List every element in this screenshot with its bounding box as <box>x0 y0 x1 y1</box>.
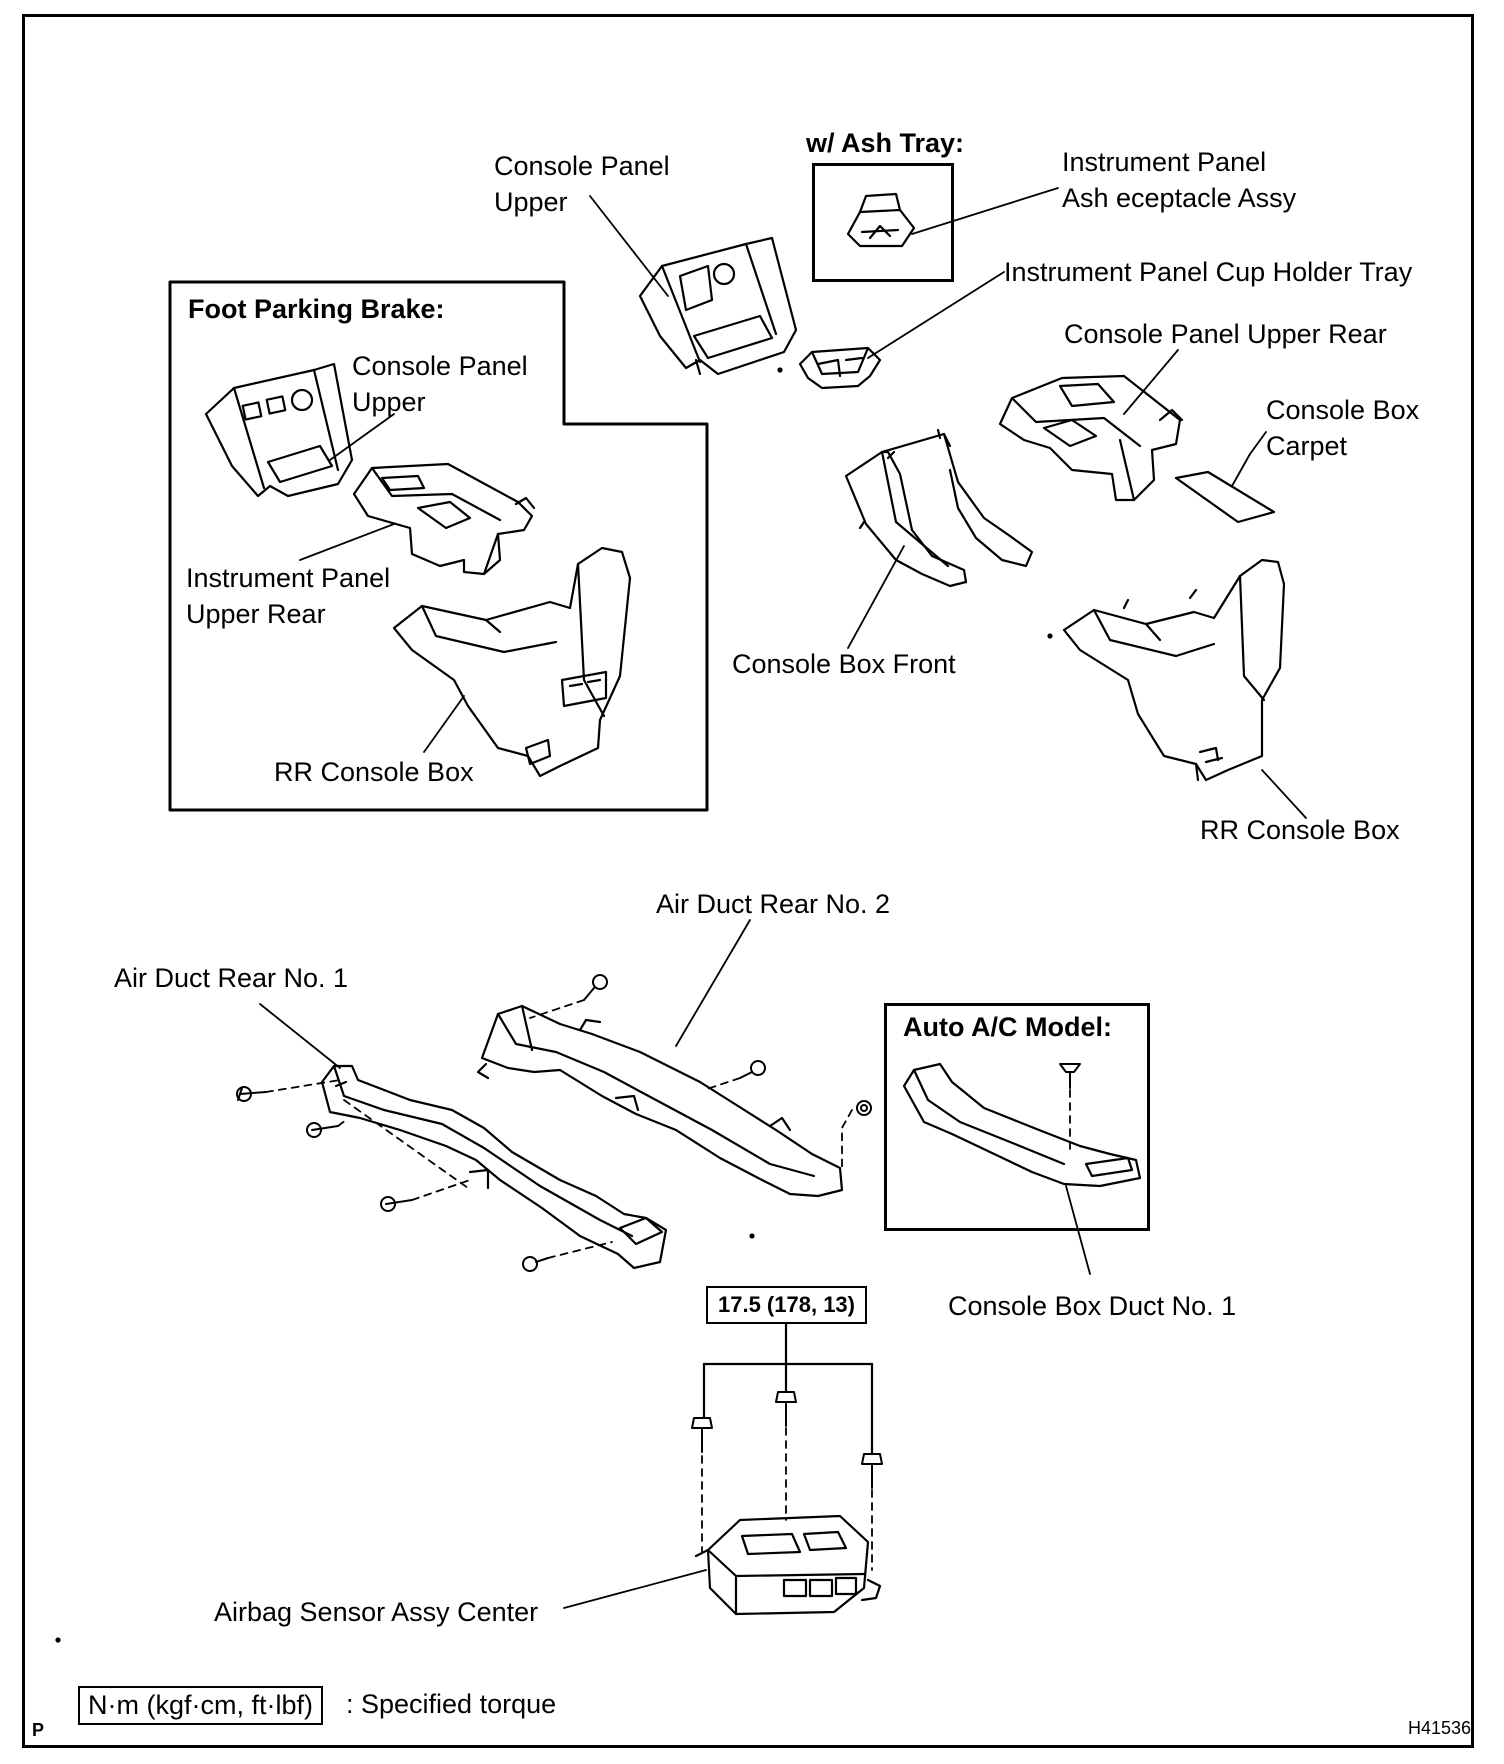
screw <box>522 1256 549 1272</box>
foot-brake-header: Foot Parking Brake: <box>188 294 445 325</box>
air-duct-rear-2-part <box>476 1004 844 1198</box>
air-duct-rear-1-part <box>320 1064 668 1270</box>
auto-ac-inset-box <box>884 1003 1150 1231</box>
bolt <box>775 1391 797 1427</box>
legend-text: : Specified torque <box>346 1689 557 1719</box>
leader-lines <box>259 187 1307 1609</box>
screw <box>583 974 608 1001</box>
console-box-duct-1-part <box>902 1062 1142 1188</box>
foot-brake-inset-outline <box>168 280 709 812</box>
console-box-front-part <box>844 428 1034 588</box>
legend-unit-box: N·m (kgf·cm, ft·lbf) <box>78 1686 323 1725</box>
screw <box>856 1100 872 1116</box>
console-panel-upper-part <box>638 236 798 376</box>
label-rr-console-box: RR Console Box <box>1200 815 1400 845</box>
fp-rr-console-box-part <box>392 546 632 778</box>
label-ash-receptacle: Instrument Panel Ash eceptacle Assy <box>1062 147 1297 213</box>
diagram-frame <box>22 14 1474 1748</box>
label-console-box-duct-1: Console Box Duct No. 1 <box>948 1291 1237 1321</box>
console-box-carpet-part <box>1174 470 1276 524</box>
fp-console-panel-upper-part <box>204 362 354 498</box>
dashed-guides <box>265 999 1071 1571</box>
screw <box>1059 1063 1081 1089</box>
figure-code: H41536 <box>1408 1718 1472 1738</box>
torque-bracket <box>702 1314 874 1456</box>
torque-spec-box: 17.5 (178, 13) <box>706 1286 867 1324</box>
ash-tray-inset-box <box>812 163 954 282</box>
label-console-box-carpet: Console Box Carpet <box>1266 395 1420 461</box>
ash-tray-header: w/ Ash Tray: <box>806 128 965 159</box>
screw <box>306 1122 339 1138</box>
rr-console-box-part <box>1062 558 1286 782</box>
screw <box>739 1060 766 1079</box>
fp-instrument-panel-upper-rear-part <box>352 462 536 576</box>
label-fp-console-panel-upper: Console Panel Upper <box>352 351 528 417</box>
label-fp-instrument-panel-upper-rear: Instrument Panel Upper Rear <box>186 563 391 629</box>
label-fp-rr-console-box: RR Console Box <box>274 757 474 787</box>
console-panel-upper-rear-part <box>998 374 1184 502</box>
ash-receptacle-part <box>846 192 916 248</box>
label-airbag-sensor: Airbag Sensor Assy Center <box>214 1597 539 1627</box>
label-console-panel-upper-rear: Console Panel Upper Rear <box>1064 319 1387 349</box>
cup-holder-tray-part <box>798 346 882 390</box>
label-air-duct-rear-2: Air Duct Rear No. 2 <box>656 889 891 919</box>
corner-p-mark: P <box>32 1720 45 1740</box>
label-air-duct-rear-1: Air Duct Rear No. 1 <box>114 963 349 993</box>
bolt <box>861 1453 883 1489</box>
label-cup-holder-tray: Instrument Panel Cup Holder Tray <box>1004 257 1413 287</box>
screw <box>380 1196 413 1212</box>
label-console-box-front: Console Box Front <box>732 649 956 679</box>
auto-ac-header: Auto A/C Model: <box>903 1012 1112 1043</box>
label-console-panel-upper: Console Panel Upper <box>494 151 670 217</box>
screw <box>236 1086 267 1102</box>
bolt <box>691 1417 713 1453</box>
airbag-sensor-part <box>694 1514 882 1616</box>
